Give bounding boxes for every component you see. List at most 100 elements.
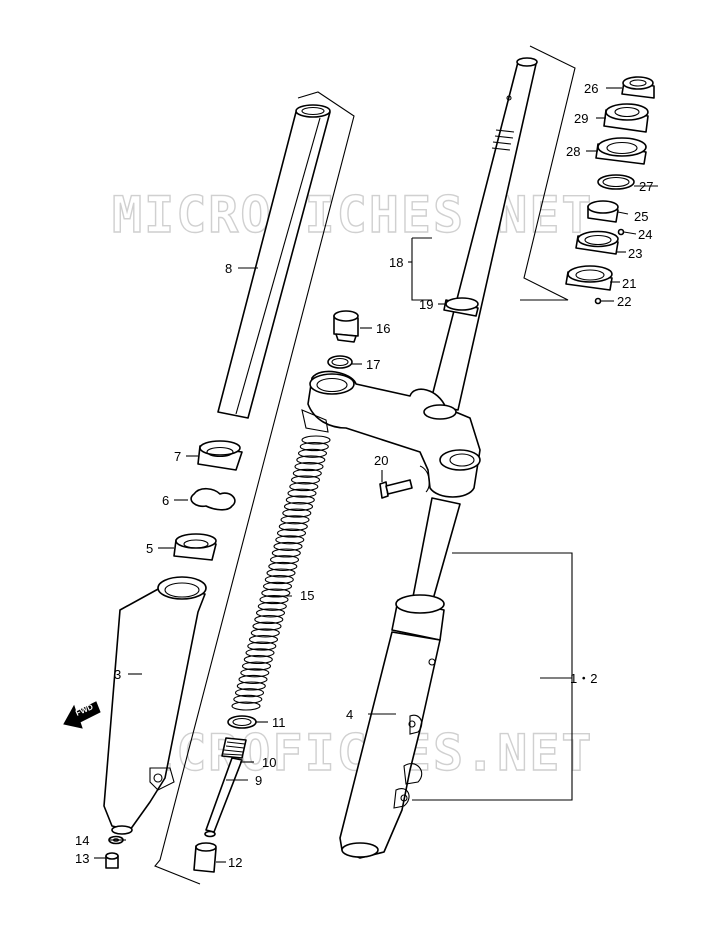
callout-18: 18 [389,255,403,270]
steel-ball-22 [594,297,602,305]
spring-coil [233,694,263,704]
spring-coil [252,621,282,631]
oil-lock-piece [193,842,217,873]
cap-o-ring-inner [331,357,349,367]
spring-coil [231,701,261,711]
callout-4: 4 [346,707,353,722]
callout-15: 15 [300,588,314,603]
spring-coil [296,455,326,465]
spring-coil [269,555,300,565]
spring-coil [238,674,268,684]
spring-seat-ring [227,715,257,729]
exploded-frame-left [154,91,355,885]
steel-ball-24 [617,228,625,236]
callout-16: 16 [376,321,390,336]
spring-coil [301,435,331,445]
spring-coil [283,501,314,512]
callout-17: 17 [366,357,380,372]
callout-6: 6 [162,493,169,508]
fork-spring [231,435,331,711]
watermark-bottom: MICROFICHES.NET [112,724,594,782]
spring-coil [292,468,322,478]
rebound-spring [221,737,247,759]
spring-coil [257,601,287,611]
callout-27: 27 [639,179,653,194]
spring-coil [254,614,284,625]
spring-coil [268,561,298,571]
stopper-ring [190,487,236,511]
bearing-race-23 [575,230,619,255]
spring-coil [287,488,317,498]
spring-coil [280,515,310,525]
callout-20: 20 [374,453,388,468]
callout-23: 23 [628,246,642,261]
upper-dust-seal [595,137,647,165]
callout-19: 19 [419,297,433,312]
exploded-frame-right [520,45,576,301]
spring-coil [289,482,319,492]
callout-11: 11 [272,715,286,730]
callout-21: 21 [622,276,636,291]
fork-assembly-right [339,497,461,859]
callout-9: 9 [255,773,262,788]
callout-3: 3 [114,667,121,682]
spring-coil [243,654,273,665]
bearing-race-27 [597,174,635,190]
spring-coil [234,688,265,698]
spring-coil [248,634,279,645]
spring-coil [264,575,294,585]
clamp-bolt [379,479,413,499]
spring-coil [285,495,315,505]
spring-coil [262,581,293,591]
spring-coil [282,508,312,518]
spring-coil [271,548,301,558]
stem-dust-seal [443,297,479,317]
fork-inner-tube [217,104,331,419]
spring-coil [290,475,321,485]
callout-25: 25 [634,209,648,224]
dust-seal [197,440,243,471]
callout-14: 14 [75,833,89,848]
spring-coil [236,681,266,691]
callout-22: 22 [617,294,631,309]
drain-bolt [105,852,119,869]
spring-coil [247,641,277,651]
oil-seal [173,533,217,561]
callout-29: 29 [574,111,588,126]
leader-lines [94,87,658,863]
spring-coil [241,661,272,671]
spring-coil [294,462,324,472]
spring-coil [250,628,280,638]
callout-1-2: 1・2 [570,671,597,686]
forward-direction-marker: FWD [63,701,101,729]
fork-cap-bolt [333,310,359,343]
spring-coil [266,568,296,578]
fork-outer-tube-left [103,576,207,835]
callout-8: 8 [225,261,232,276]
callout-26: 26 [584,81,598,96]
spring-coil [276,528,307,538]
spring-coil [278,521,308,532]
spring-coil [245,648,275,658]
cap-o-ring [327,355,353,369]
callout-13: 13 [75,851,89,866]
spring-coil [299,442,329,452]
spring-seat-ring-inner [232,717,252,727]
lower-bearing [565,265,613,291]
callout-labels: 1・2 3 4 5 6 7 8 9 10 11 12 13 14 15 16 1… [75,81,653,870]
spring-coil [273,541,303,551]
callout-7: 7 [174,449,181,464]
upper-bearing [587,200,619,223]
callout-12: 12 [228,855,242,870]
steering-stem [429,57,538,411]
stem-lock-nut [603,103,649,133]
bearing-stack [565,76,655,305]
damper-rod [204,757,243,838]
spring-coil [275,535,305,545]
spring-coil [255,608,286,618]
spring-coil [297,448,328,458]
callout-28: 28 [566,144,580,159]
callout-5: 5 [146,541,153,556]
spring-coil [240,668,270,678]
